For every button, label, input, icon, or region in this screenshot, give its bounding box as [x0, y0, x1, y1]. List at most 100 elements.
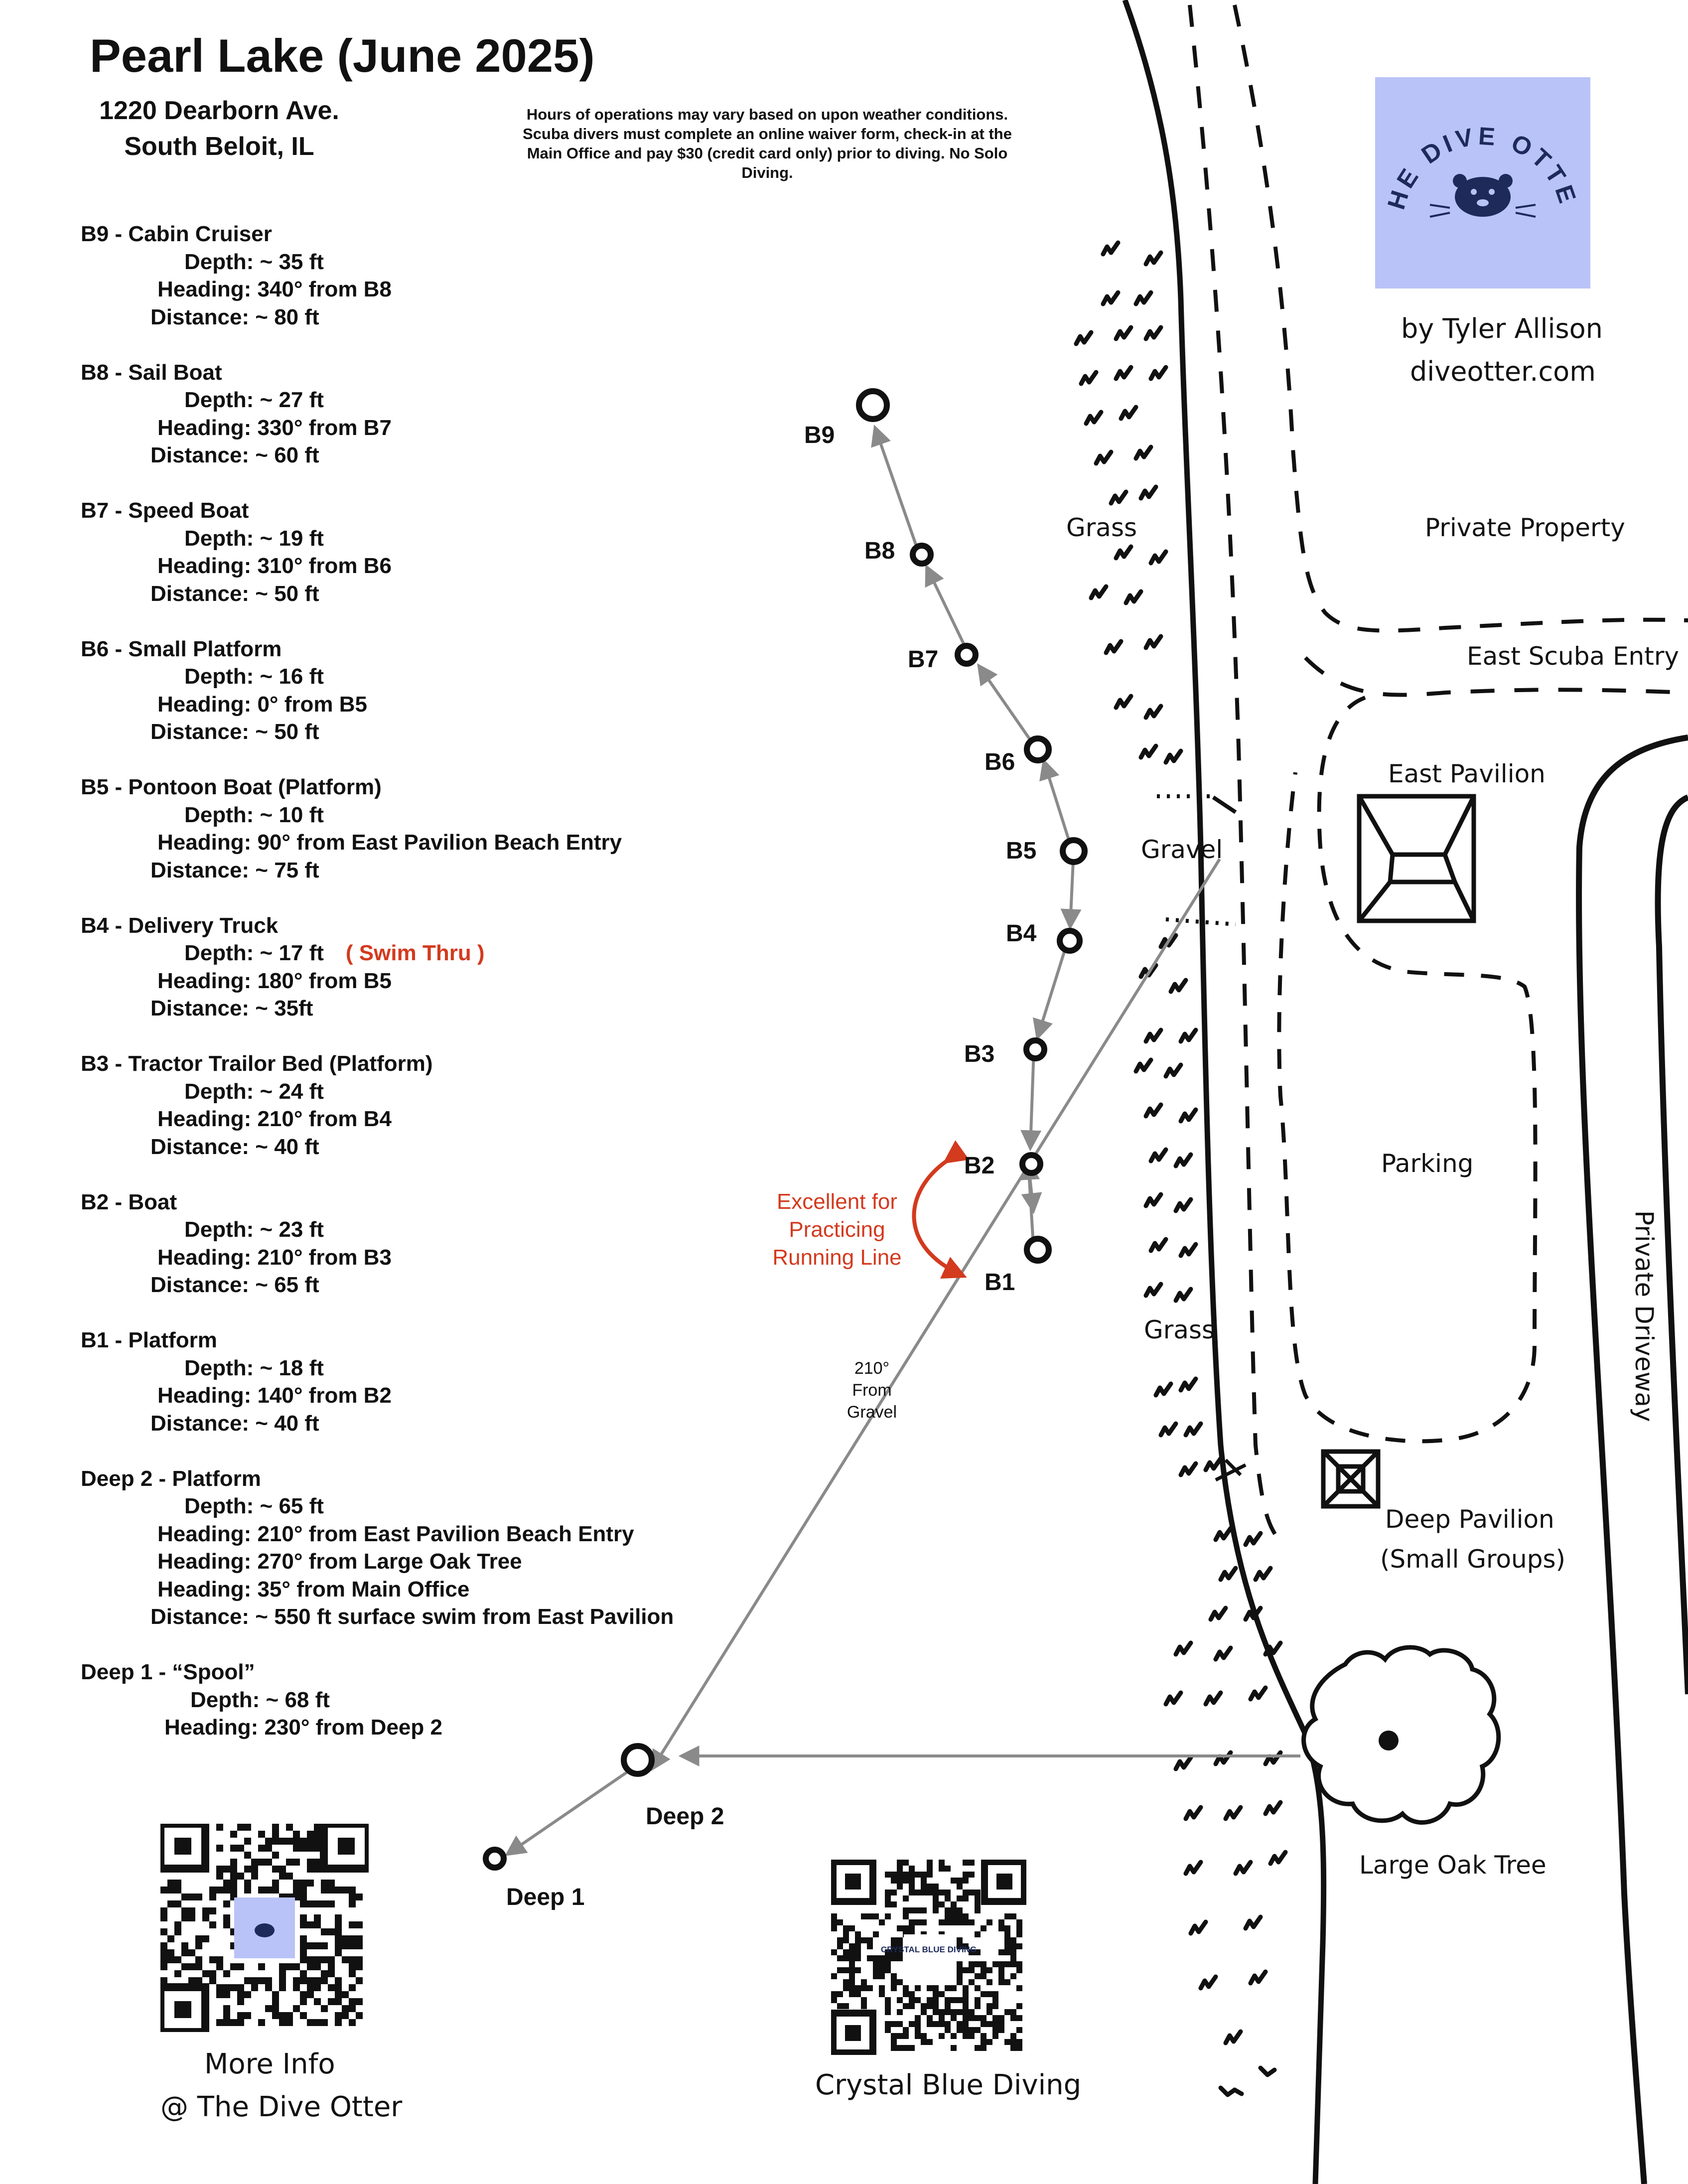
crystal-blue-qr-logo: CRYSTAL BLUE DIVING	[881, 1945, 977, 1954]
site-b2: B2 - Boat Depth: ~ 23 ft Heading: 210° f…	[81, 1188, 818, 1299]
site-depth: Depth: ~ 27 ft	[184, 388, 324, 412]
marker-b3	[1023, 1037, 1047, 1061]
label-private-driveway: Private Driveway	[1630, 1210, 1659, 1422]
site-heading: Heading: 310° from B6	[157, 554, 392, 578]
site-distance: Distance: ~ 80 ft	[150, 304, 319, 329]
shoreline	[1122, 0, 1327, 2184]
site-heading: Heading: 140° from B2	[157, 1383, 392, 1408]
label-deep1: Deep 1	[506, 1884, 585, 1910]
label-gravel: Gravel	[1141, 835, 1223, 864]
label-deep2: Deep 2	[646, 1803, 724, 1830]
label-b3: B3	[964, 1041, 995, 1067]
label-private-property: Private Property	[1425, 513, 1625, 542]
label-b4: B4	[1006, 920, 1037, 947]
site-heading: Heading: 90° from East Pavilion Beach En…	[157, 830, 622, 855]
site-markers	[483, 388, 1088, 1871]
site-distance: Distance: ~ 40 ft	[150, 1134, 319, 1159]
label-b8: B8	[864, 538, 895, 564]
site-depth: Depth: ~ 23 ft	[184, 1217, 324, 1242]
site-heading: Heading: 230° from Deep 2	[164, 1715, 442, 1740]
label-grass-bottom: Grass	[1144, 1315, 1215, 1344]
site-heading: Heading: 270° from Large Oak Tree	[157, 1549, 522, 1574]
gravel-dots-bottom	[1165, 917, 1236, 926]
large-oak-tree	[1301, 1645, 1501, 1825]
gravel-bearing-note: 210° From Gravel	[846, 1359, 897, 1422]
site-b6: B6 - Small Platform Depth: ~ 16 ft Headi…	[81, 635, 818, 746]
label-b1: B1	[985, 1269, 1015, 1296]
dive-otter-logo: THE DIVE OTTER	[1375, 77, 1590, 289]
running-line-note: Excellent for Practicing Running Line	[772, 1189, 902, 1270]
crystal-blue-qr-code[interactable]: CRYSTAL BLUE DIVING	[831, 1860, 1026, 2055]
site-name: B3 - Tractor Trailor Bed (Platform)	[81, 1051, 433, 1076]
dive-route	[505, 425, 1300, 1856]
swim-thru-note: ( Swim Thru )	[345, 941, 485, 965]
site-heading: Heading: 180° from B5	[157, 968, 392, 993]
deep-pavilion-roof	[1321, 1449, 1381, 1509]
site-distance: Distance: ~ 50 ft	[150, 720, 319, 744]
site-depth: Depth: ~ 35 ft	[184, 249, 324, 274]
label-parking: Parking	[1381, 1149, 1474, 1178]
crystal-blue-label: Crystal Blue Diving	[815, 2069, 1082, 2101]
site-depth-row: Depth: ~ 17 ft ( Swim Thru )	[81, 939, 818, 967]
site-name: B1 - Platform	[81, 1328, 217, 1352]
label-b5: B5	[1006, 838, 1037, 864]
site-distance: Distance: ~ 35ft	[150, 996, 313, 1020]
website-link[interactable]: diveotter.com	[1410, 356, 1596, 387]
site-b5: B5 - Pontoon Boat (Platform) Depth: ~ 10…	[81, 773, 818, 884]
site-heading: Heading: 0° from B5	[157, 692, 367, 717]
site-depth: Depth: ~ 24 ft	[184, 1079, 324, 1104]
marker-b8	[910, 543, 934, 567]
site-heading: Heading: 35° from Main Office	[157, 1577, 470, 1602]
site-depth: Depth: ~ 68 ft	[190, 1687, 330, 1712]
site-heading: Heading: 330° from B7	[157, 415, 392, 440]
site-distance: Distance: ~ 550 ft surface swim from Eas…	[150, 1604, 674, 1629]
site-heading: Heading: 210° from B3	[157, 1245, 392, 1270]
site-name: B5 - Pontoon Boat (Platform)	[81, 775, 382, 799]
more-info-label: More Info	[204, 2048, 335, 2080]
marker-b1	[1024, 1236, 1052, 1264]
label-b7: B7	[908, 646, 939, 673]
site-b8: B8 - Sail Boat Depth: ~ 27 ft Heading: 3…	[81, 359, 818, 469]
label-east-scuba-entry: East Scuba Entry	[1467, 642, 1680, 671]
site-b7: B7 - Speed Boat Depth: ~ 19 ft Heading: …	[81, 497, 818, 607]
site-distance: Distance: ~ 60 ft	[150, 443, 319, 467]
operations-notice: Hours of operations may vary based on up…	[523, 106, 1012, 181]
site-depth: Depth: ~ 17 ft	[184, 941, 324, 965]
entry-tick	[1212, 795, 1237, 814]
label-deep-pavilion: Deep Pavilion	[1385, 1505, 1554, 1534]
dashed-path-right	[1233, 4, 1688, 633]
site-distance: Distance: ~ 50 ft	[150, 581, 319, 606]
marker-b7	[955, 643, 979, 667]
running-line-arrow	[912, 1140, 970, 1279]
address-line2: South Beloit, IL	[124, 132, 314, 161]
address: 1220 Dearborn Ave. South Beloit, IL	[75, 93, 364, 164]
dive-otter-qr-code[interactable]	[160, 1824, 369, 2032]
marker-b2	[1019, 1152, 1043, 1176]
site-name: Deep 1 - “Spool”	[81, 1660, 255, 1684]
parking-outline	[1277, 696, 1538, 1444]
site-depth: Depth: ~ 19 ft	[184, 526, 324, 551]
site-name: B8 - Sail Boat	[81, 360, 222, 385]
deep-entry-tick	[1215, 1458, 1247, 1482]
site-heading: Heading: 340° from B8	[157, 277, 392, 301]
site-distance: Distance: ~ 65 ft	[150, 1273, 319, 1297]
site-b1: B1 - Platform Depth: ~ 18 ft Heading: 14…	[81, 1326, 818, 1437]
site-name: B6 - Small Platform	[81, 636, 282, 661]
label-b9: B9	[804, 422, 835, 448]
site-name: Deep 2 - Platform	[81, 1466, 261, 1491]
marker-deep2	[621, 1743, 655, 1777]
site-deep1: Deep 1 - “Spool” Depth: ~ 68 ft Heading:…	[81, 1658, 818, 1742]
marker-b9	[856, 388, 890, 422]
dive-site-list: B9 - Cabin Cruiser Depth: ~ 35 ft Headin…	[81, 220, 818, 1769]
private-driveway-left-edge	[1576, 734, 1688, 2184]
site-deep2: Deep 2 - Platform Depth: ~ 65 ft Heading…	[81, 1465, 818, 1631]
east-pavilion-roof	[1357, 794, 1476, 923]
site-name: B4 - Delivery Truck	[81, 913, 279, 938]
address-line1: 1220 Dearborn Ave.	[99, 96, 339, 125]
marker-b5	[1060, 837, 1088, 865]
site-name: B2 - Boat	[81, 1189, 177, 1214]
page-title: Pearl Lake (June 2025)	[90, 29, 595, 82]
site-b3: B3 - Tractor Trailor Bed (Platform) Dept…	[81, 1050, 818, 1161]
marker-b4	[1057, 928, 1083, 954]
